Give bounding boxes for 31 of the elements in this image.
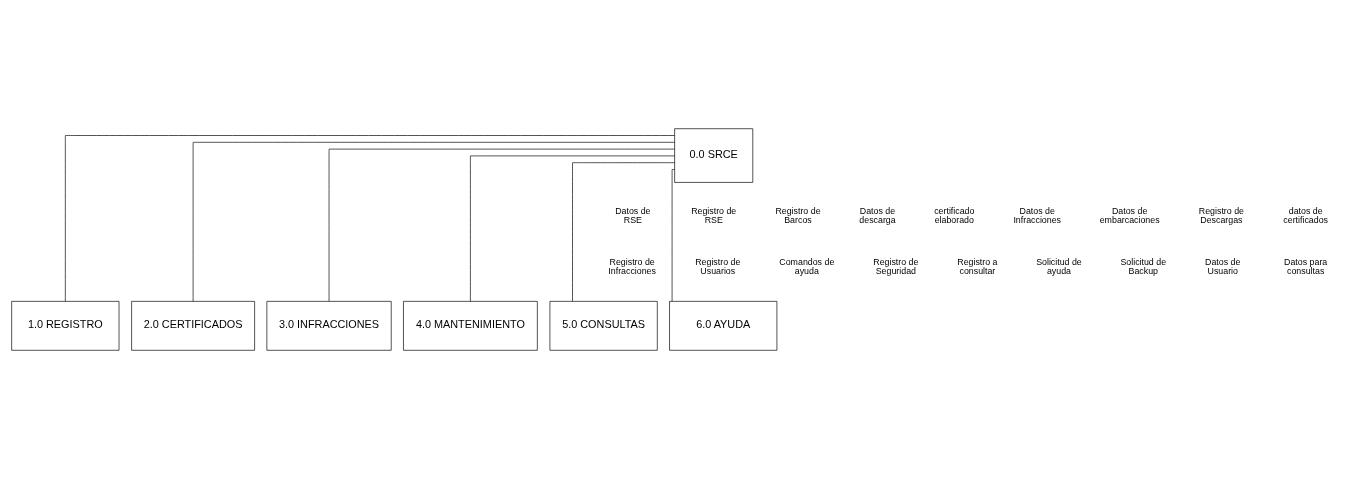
node-box: 1.0 REGISTRO: [11, 300, 120, 351]
label: Datos de descarga: [859, 205, 896, 225]
label: certificado elaborado: [934, 205, 975, 225]
node-box: 0.0 SRCE: [674, 127, 754, 183]
label: Comandos de ayuda: [779, 256, 835, 276]
label: Solicitud de ayuda: [1036, 256, 1082, 276]
node-box: 5.0 CONSULTAS: [549, 300, 658, 351]
label: Datos para consultas: [1284, 256, 1328, 276]
label: Registro de Infracciones: [608, 256, 656, 276]
connector: [192, 141, 675, 302]
label: Solicitud de Backup: [1120, 256, 1167, 276]
label: Registro de Descargas: [1198, 205, 1244, 225]
label: Datos de RSE: [615, 205, 651, 225]
node-box: 3.0 INFRACCIONES: [266, 300, 392, 351]
node-box: 6.0 AYUDA: [669, 300, 778, 351]
connector: [470, 155, 675, 302]
label: Registro de Seguridad: [873, 256, 919, 276]
connector: [572, 161, 675, 302]
connector: [671, 168, 675, 302]
node-box: 4.0 MANTENIMIENTO: [403, 300, 538, 351]
label: Datos de Infracciones: [1013, 205, 1062, 225]
connector: [65, 134, 675, 302]
label: Datos de Usuario: [1205, 256, 1241, 276]
connector: [328, 148, 675, 302]
node-box: 2.0 CERTIFICADOS: [131, 300, 255, 351]
label: Registro de Usuarios: [695, 256, 741, 276]
label: datos de certificados: [1283, 205, 1329, 225]
label: Registro de Barcos: [775, 205, 821, 225]
label: Datos de embarcaciones: [1099, 205, 1160, 225]
label: Registro de RSE: [691, 205, 737, 225]
label: Registro a consultar: [957, 256, 998, 276]
